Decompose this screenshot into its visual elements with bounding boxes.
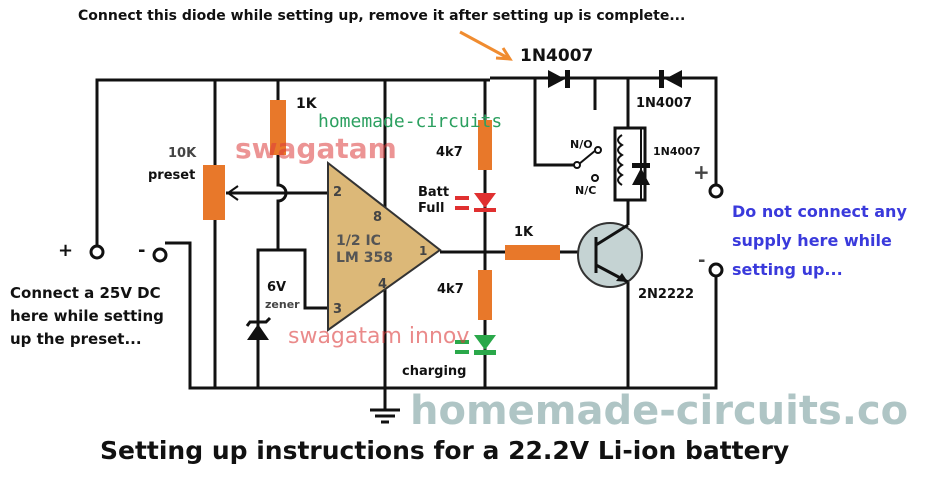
wire-top-right bbox=[490, 76, 718, 186]
label-ic-line1: 1/2 IC bbox=[336, 233, 381, 249]
label-pin4: 4 bbox=[378, 277, 388, 292]
left-note-line: up the preset... bbox=[10, 330, 142, 348]
diode-top bbox=[659, 70, 682, 88]
diode-setup bbox=[548, 70, 570, 88]
relay-coil-box bbox=[613, 126, 647, 202]
label-diode-setup: 1N4007 bbox=[520, 46, 594, 66]
right-note: Do not connect any supply here while setti… bbox=[732, 197, 907, 284]
wire-left-plus bbox=[95, 78, 490, 247]
label-ic-line2: LM 358 bbox=[336, 250, 393, 266]
left-note-line: here while setting bbox=[10, 307, 164, 325]
label-pin3: 3 bbox=[333, 302, 343, 317]
label-minus: - bbox=[138, 240, 146, 261]
wire-zener bbox=[256, 248, 328, 388]
label-pin8: 8 bbox=[373, 210, 383, 225]
label-relay-nc: N/C bbox=[575, 184, 597, 197]
terminals bbox=[89, 183, 724, 278]
label-preset-value: 10K bbox=[168, 146, 197, 161]
right-note-line: supply here while bbox=[732, 231, 892, 250]
led-charging bbox=[455, 335, 496, 355]
zener-bend bbox=[245, 316, 272, 327]
right-note-line: setting up... bbox=[732, 260, 843, 279]
terminal-minus bbox=[152, 247, 168, 263]
right-note-line: Do not connect any bbox=[732, 202, 907, 221]
ground-icon bbox=[370, 408, 400, 424]
resistor-1k bbox=[270, 100, 286, 155]
relay-switch bbox=[573, 134, 624, 186]
opamp-triangle bbox=[327, 160, 442, 332]
label-diode-relay: 1N4007 bbox=[653, 145, 701, 158]
label-r-batt: 4k7 bbox=[436, 145, 463, 160]
left-note: Connect a 25V DC here while setting up the… bbox=[10, 282, 164, 351]
label-led-batt-line2: Full bbox=[418, 201, 445, 216]
label-out-plus: + bbox=[693, 160, 710, 184]
label-transistor: 2N2222 bbox=[638, 287, 695, 302]
zener-diode bbox=[247, 324, 269, 340]
label-pin2: 2 bbox=[333, 185, 343, 200]
label-pin1: 1 bbox=[419, 244, 428, 258]
resistor-4k7-charge bbox=[478, 270, 492, 320]
terminal-plus bbox=[89, 244, 105, 260]
label-led-charging: charging bbox=[402, 364, 467, 379]
diode-relay bbox=[632, 128, 650, 200]
resistor-1k-base bbox=[505, 245, 560, 260]
label-r-charge: 4k7 bbox=[437, 282, 464, 297]
header-note: Connect this diode while setting up, rem… bbox=[78, 8, 686, 24]
resistor-4k7-batt bbox=[478, 120, 492, 170]
preset-arrow-icon bbox=[226, 185, 239, 201]
label-zener-value: 6V bbox=[267, 280, 287, 295]
wire-relay-loop bbox=[533, 78, 597, 167]
led-batt-full bbox=[455, 193, 496, 212]
terminal-out-minus bbox=[708, 262, 724, 278]
diagram-title: Setting up instructions for a 22.2V Li-i… bbox=[100, 436, 790, 465]
preset-10k bbox=[203, 165, 225, 220]
terminal-out-plus bbox=[708, 183, 724, 199]
label-led-batt-line1: Batt bbox=[418, 185, 450, 200]
pointer-arrow-icon bbox=[459, 30, 513, 61]
transistor-2n2222 bbox=[577, 222, 643, 288]
label-out-minus: - bbox=[698, 250, 706, 271]
label-r1: 1K bbox=[296, 96, 317, 112]
label-r-base: 1K bbox=[514, 225, 534, 240]
label-zener: zener bbox=[265, 298, 300, 311]
left-note-line: Connect a 25V DC bbox=[10, 284, 161, 302]
wire-minus bbox=[165, 241, 718, 390]
label-diode-top: 1N4007 bbox=[636, 96, 693, 111]
label-relay-no: N/O bbox=[570, 138, 593, 151]
label-plus: + bbox=[58, 240, 74, 261]
label-preset: preset bbox=[148, 168, 196, 183]
